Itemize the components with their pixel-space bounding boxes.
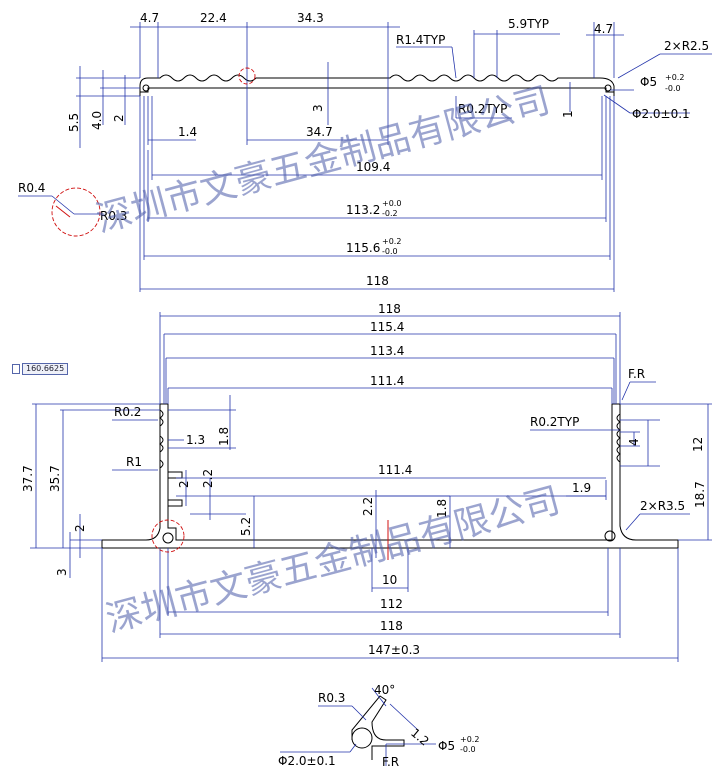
dim-1-4: 1.4 [178, 125, 197, 139]
dim-1-3: 1.3 [186, 433, 205, 447]
detail-phi5: Φ5 [438, 739, 455, 753]
dim-113-2: 113.2 [346, 203, 380, 217]
dim-113-4: 113.4 [370, 344, 404, 358]
dim-r0-2: R0.2 [114, 405, 141, 419]
dim-111-4-top: 111.4 [370, 374, 404, 388]
dim-10: 10 [382, 573, 397, 587]
dim-4: 4 [627, 438, 641, 446]
detail-phi2: Φ2.0±0.1 [278, 754, 336, 768]
dim-5-2: 5.2 [239, 517, 253, 536]
detail-mark-top [55, 205, 71, 218]
detail-r0-3: R0.3 [318, 691, 345, 705]
dim-118-top: 118 [378, 302, 401, 316]
dim-34-3: 34.3 [297, 11, 324, 25]
dim-r1: R1 [126, 455, 142, 469]
dim-115-tol-dn: -0.0 [382, 247, 398, 256]
dim-2xr2-5: 2×R2.5 [664, 39, 709, 53]
dim-35-7: 35.7 [48, 465, 62, 492]
dim-4-0: 4.0 [90, 111, 104, 130]
detail-circle-fin [238, 67, 256, 85]
dim-2: 2 [112, 114, 126, 122]
dim-1: 1 [561, 110, 575, 118]
watermark-top: 深圳市文豪五金制品有限公司 [92, 80, 555, 241]
dim-18-7: 18.7 [693, 481, 707, 508]
dim-2-small: 2 [177, 480, 191, 488]
top-dimension-lines [18, 22, 712, 292]
slot-left [142, 84, 150, 92]
detail-circle-bottom [151, 519, 185, 553]
left-slot-ledge [168, 471, 183, 479]
dim-phi5-tol-up: +0.2 [665, 73, 684, 82]
dim-r0-2typ: R0.2TYP [458, 102, 507, 116]
detail-dimension-lines [280, 687, 436, 766]
dim-109-4: 109.4 [356, 160, 390, 174]
dim-r0-2typ: R0.2TYP [530, 415, 579, 429]
watermark-bottom: 深圳市文豪五金制品有限公司 [102, 480, 565, 641]
dim-34-7: 34.7 [306, 125, 333, 139]
dim-111-4-mid: 111.4 [378, 463, 412, 477]
screw-slot-left [162, 532, 174, 544]
dim-2: 2 [73, 524, 87, 532]
dim-r1-4typ: R1.4TYP [396, 33, 445, 47]
dim-37-7: 37.7 [21, 465, 35, 492]
dim-113-tol-dn: -0.2 [382, 209, 398, 218]
detail-view: R0.3 40° 1.2 Φ2.0±0.1 Φ5 +0.2 -0.0 F.R [278, 683, 479, 768]
dim-113-tol-up: +0.0 [382, 199, 401, 208]
dim-2xr3-5: 2×R3.5 [640, 499, 685, 513]
top-view: 4.7 22.4 34.3 R1.4TYP 5.9TYP 4.7 2×R2.5 … [18, 11, 712, 292]
left-wall-grooves [159, 409, 164, 469]
dim-2-2-left: 2.2 [201, 469, 215, 488]
dim-4-7-right: 4.7 [594, 22, 613, 36]
detail-1-2: 1.2 [408, 726, 432, 749]
dim-118-bottom: 118 [380, 619, 403, 633]
dim-22-4: 22.4 [200, 11, 227, 25]
dim-115-4: 115.4 [370, 320, 404, 334]
dim-r0-3: R0.3 [100, 209, 127, 223]
dim-1-8-left: 1.8 [217, 427, 231, 446]
dim-5-5: 5.5 [67, 113, 81, 132]
right-wall-grooves [616, 413, 621, 463]
bottom-profile-outline [101, 403, 679, 549]
dim-5-9typ: 5.9TYP [508, 17, 549, 31]
value-tag: 160.6625 [22, 363, 69, 375]
detail-phi5-tol-dn: -0.0 [460, 745, 476, 754]
dim-phi5-tol-dn: -0.0 [665, 84, 681, 93]
slot-right [604, 84, 612, 92]
dim-3: 3 [55, 568, 69, 576]
dim-1-8-mid: 1.8 [435, 499, 449, 518]
tag-checkbox[interactable] [12, 364, 20, 374]
dim-112: 112 [380, 597, 403, 611]
dim-115-tol-up: +0.2 [382, 237, 401, 246]
detail-profile [351, 695, 405, 760]
dim-3: 3 [311, 104, 325, 112]
dim-2-2-mid: 2.2 [361, 497, 375, 516]
detail-phi5-tol-up: +0.2 [460, 735, 479, 744]
dim-phi2: Φ2.0±0.1 [632, 107, 690, 121]
top-plate-outline [139, 74, 615, 93]
detail-circle-top [51, 187, 101, 237]
dim-118: 118 [366, 274, 389, 288]
dim-12: 12 [691, 437, 705, 452]
dim-phi5: Φ5 [640, 75, 657, 89]
detail-fr: F.R [382, 755, 399, 768]
dim-115-6: 115.6 [346, 241, 380, 255]
dim-4-7-left: 4.7 [140, 11, 159, 25]
dim-r0-4: R0.4 [18, 181, 45, 195]
dim-1-9: 1.9 [572, 481, 591, 495]
left-slot-ledge-2 [168, 499, 183, 507]
dim-147: 147±0.3 [368, 643, 420, 657]
screw-slot-right [604, 530, 616, 542]
bottom-dimension-lines [30, 312, 712, 662]
dim-fr: F.R [628, 367, 645, 381]
detail-angle: 40° [374, 683, 395, 697]
bottom-view: 118 115.4 113.4 111.4 F.R R0.2 R0.2TYP 1… [21, 302, 712, 662]
